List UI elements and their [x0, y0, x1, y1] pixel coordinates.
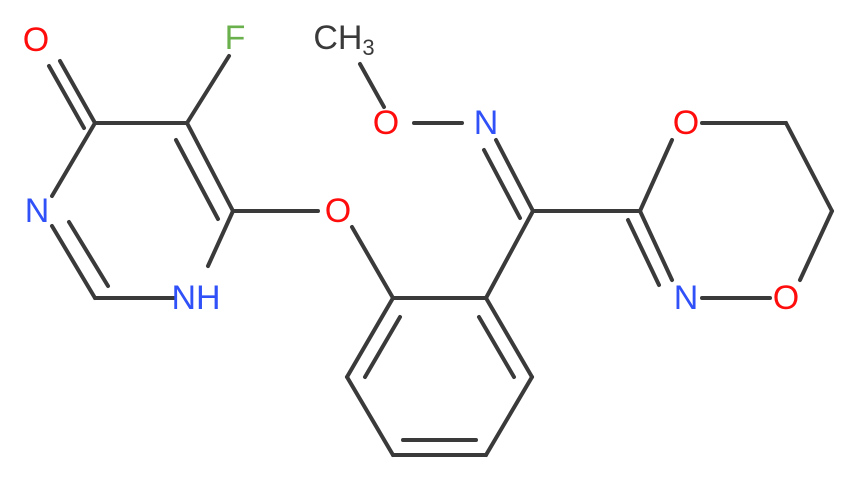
- bond-o-ch3: [358, 62, 386, 109]
- bond-c4-n3: [50, 121, 97, 198]
- bond-bz-6-1: [345, 296, 395, 379]
- bond-bz-2-3: [484, 296, 534, 379]
- bond-dx-ch2-o2: [798, 209, 834, 282]
- bond-dx-ch2-ch2: [784, 121, 834, 213]
- atom-o-methoxy: O: [373, 104, 399, 142]
- bond-c2-n3-a: [50, 224, 97, 300]
- bond-c5-f: [185, 54, 231, 125]
- bond-c5-c6-a: [185, 121, 235, 213]
- atom-o-ketone: O: [23, 21, 49, 59]
- atom-n3: N: [25, 192, 50, 230]
- bond-bz-3-4: [484, 375, 534, 457]
- bond-dx-n-c-a: [638, 209, 674, 282]
- bond-dx-c-o1: [638, 138, 674, 213]
- atom-f: F: [225, 19, 246, 57]
- bond-c4-o-double-b: [47, 64, 86, 130]
- bond-imine-double-a: [494, 138, 535, 213]
- atom-o-ring-top: O: [673, 104, 699, 142]
- bond-bz-2-3-inner: [477, 315, 516, 379]
- bond-c6-n1: [206, 209, 235, 268]
- atom-n1h: NH: [171, 279, 220, 317]
- atom-labels: O F N NH O CH3 O N O N O: [23, 19, 799, 317]
- bond-dx-n-c-b: [626, 218, 661, 287]
- bond-o-ether-ring: [350, 225, 395, 300]
- atom-o-ether: O: [325, 192, 351, 230]
- bond-bz-5-6: [345, 375, 395, 457]
- bond-imine-double-b: [482, 148, 522, 220]
- bond-c2-n3-b: [67, 220, 110, 288]
- bond-c5-c6-b: [174, 138, 220, 221]
- bonds: [47, 54, 834, 457]
- atom-ch3: CH3: [313, 19, 374, 60]
- atom-o-ring-bottom: O: [773, 279, 799, 317]
- bond-c4-o-double-a: [58, 59, 97, 125]
- bond-bz-6-1-inner: [363, 315, 402, 379]
- bond-bz-imine-c: [484, 209, 535, 300]
- atom-n-oxime: N: [474, 104, 499, 142]
- atom-n-ring: N: [674, 279, 699, 317]
